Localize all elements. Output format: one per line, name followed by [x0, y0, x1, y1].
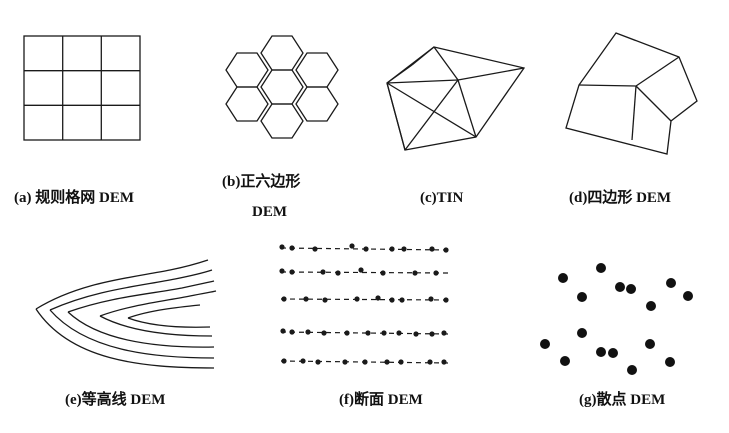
profile-points [279, 243, 449, 365]
profile-sections-figure [280, 247, 450, 364]
caption-hexagon-line2: DEM [252, 204, 287, 220]
caption-contour: (e)等高线 DEM [65, 392, 166, 408]
hexagon-grid-figure [225, 35, 339, 139]
regular-grid-figure [23, 35, 141, 141]
quadrilateral-figure [565, 32, 698, 155]
caption-regular-grid: (a) 规则格网 DEM [14, 190, 134, 206]
contour-lines-figure [35, 259, 217, 369]
tin-figure [386, 46, 526, 151]
caption-scatter: (g)散点 DEM [579, 392, 666, 408]
caption-section: (f)断面 DEM [339, 392, 423, 408]
caption-hexagon-line1: (b)正六边形 [222, 174, 301, 190]
caption-tin: (c)TIN [420, 190, 464, 206]
caption-quadrilateral: (d)四边形 DEM [569, 190, 672, 206]
scatter-points-figure [540, 263, 693, 375]
